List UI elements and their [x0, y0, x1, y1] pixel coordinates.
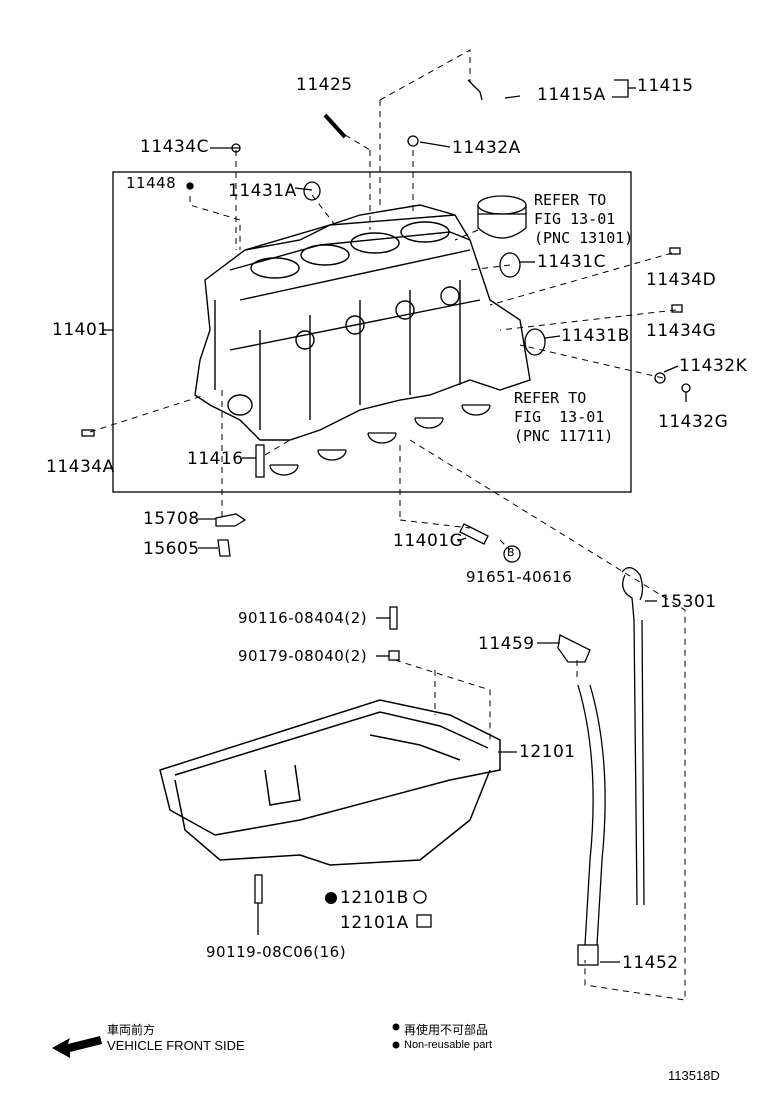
part-label-90179-08040: 90179-08040(2) [238, 647, 368, 665]
non-reusable-label-jp: 再使用不可部品 [404, 1023, 489, 1037]
part-label-11434D: 11434D [646, 270, 717, 290]
part-label-15605: 15605 [143, 539, 200, 559]
part-label-90119-08C06: 90119-08C06(16) [206, 943, 347, 961]
part-label-11415: 11415 [637, 76, 694, 96]
part-label-11448: 11448 [126, 174, 177, 192]
part-label-11416: 11416 [187, 449, 244, 469]
part-label-11432A: 11432A [452, 138, 521, 158]
part-label-11431B: 11431B [561, 326, 630, 346]
dipstick-tube [577, 684, 594, 946]
figure-id: 113518D [668, 1068, 720, 1083]
part-label-11432K: 11432K [679, 356, 748, 376]
part-label-12101: 12101 [519, 742, 576, 762]
part-label-11434G: 11434G [646, 321, 717, 341]
non-reusable-label-en: Non-reusable part [404, 1039, 493, 1051]
piston-ref [477, 195, 527, 239]
cylinder-block-frame [112, 171, 632, 493]
main-bearings [269, 404, 491, 476]
part-label-11431A: 11431A [228, 181, 297, 201]
vehicle-front-label-en: VEHICLE FRONT SIDE [107, 1038, 245, 1053]
refer-note-crankshaft: REFER TO FIG 13-01 (PNC 11711) [514, 389, 614, 445]
vehicle-front-arrow [52, 1036, 102, 1058]
part-label-15708: 15708 [143, 509, 200, 529]
part-label-15301: 15301 [660, 592, 717, 612]
part-label-11425: 11425 [296, 75, 353, 95]
part-label-11401G: 11401G [393, 531, 464, 551]
part-label-11431C: 11431C [537, 252, 606, 272]
part-label-12101B: 12101B [340, 888, 409, 908]
part-label-11432G: 11432G [658, 412, 729, 432]
part-label-11434C: 11434C [140, 137, 209, 157]
part-label-11434A: 11434A [46, 457, 115, 477]
refer-note-piston: REFER TO FIG 13-01 (PNC 13101) [534, 191, 634, 247]
dipstick [622, 574, 638, 906]
part-label-91651-40616: 91651-40616 [466, 568, 573, 586]
part-label-11459: 11459 [478, 634, 535, 654]
part-label-11401: 11401 [52, 320, 109, 340]
engine-block [194, 204, 531, 441]
part-label-12101A: 12101A [340, 913, 409, 933]
part-label-11415A: 11415A [537, 85, 606, 105]
oil-pan [159, 699, 501, 866]
part-label-11452: 11452 [622, 953, 679, 973]
vehicle-front-label-jp: 車両前方 [107, 1023, 156, 1037]
circle-b-marker: B [507, 546, 516, 559]
part-label-90116-08404: 90116-08404(2) [238, 609, 368, 627]
